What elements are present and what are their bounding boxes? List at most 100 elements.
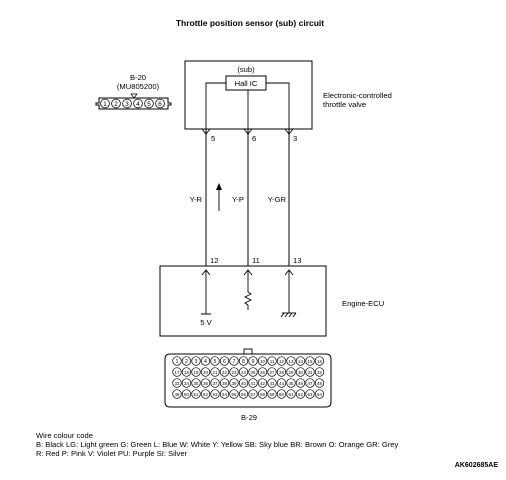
connector-b29-pin-number: 9 xyxy=(252,359,255,365)
connector-b29-pin xyxy=(314,389,325,399)
connector-b29-pin xyxy=(267,367,277,377)
connector-b29-pin-number: 44 xyxy=(279,381,284,386)
connector-b29-latch xyxy=(243,348,253,355)
connector-b29-pin-number: 6 xyxy=(223,359,226,365)
connector-b29-pin xyxy=(191,389,201,399)
connector-b29-pin xyxy=(248,356,258,366)
connector-b20-key-mark xyxy=(130,93,138,99)
connector-b29-pin xyxy=(286,389,296,399)
engine-ecu-label: Engine-ECU xyxy=(342,299,384,308)
wire-color-legend-title: Wire colour code xyxy=(36,431,93,440)
terminal-mark-3 xyxy=(284,128,294,135)
connector-b29-pin-number: 28 xyxy=(279,370,284,375)
connector-b20-part-number: (MU805200) xyxy=(117,82,160,91)
connector-b29-pin-number: 39 xyxy=(232,381,237,386)
connector-b29-pin-number: 61 xyxy=(289,392,294,397)
connector-b29-pin-number: 45 xyxy=(289,381,294,386)
connector-b29-pin-number: 33 xyxy=(175,381,180,386)
connector-b29-pin xyxy=(286,356,296,366)
connector-b29-pin-number: 4 xyxy=(204,359,207,365)
connector-b29-pin xyxy=(229,378,239,388)
connector-b29-pin xyxy=(257,389,268,399)
connector-b29-pin-number: 3 xyxy=(195,359,198,365)
connector-b29-pin xyxy=(238,367,249,377)
pin-number-13: 13 xyxy=(293,256,301,265)
connector-b29-pin-number: 54 xyxy=(222,392,227,397)
connector-b29-pin xyxy=(181,367,192,377)
connector-b29-pin xyxy=(181,378,192,388)
hall-ic-sub-label: (sub) xyxy=(237,65,255,74)
connector-b29-pin-number: 23 xyxy=(232,370,237,375)
connector-b29-pin-number: 62 xyxy=(298,392,303,397)
connector-b20-pin-number: 2 xyxy=(114,101,118,108)
terminal-mark-6 xyxy=(243,128,253,135)
throttle-valve-name-line1: Electronic-controlled xyxy=(323,91,392,100)
connector-b29-pin xyxy=(200,367,211,377)
connector-b29-pin xyxy=(219,367,230,377)
wire-color-label-y-r: Y-R xyxy=(190,195,203,204)
connector-b29-pin-number: 51 xyxy=(194,392,199,397)
hall-ic-lead-3 xyxy=(266,82,290,129)
connector-b29-pin-number: 46 xyxy=(298,381,303,386)
connector-b29-label: B-29 xyxy=(241,413,257,422)
connector-b29-pin xyxy=(295,356,306,366)
connector-b29-pin xyxy=(276,378,287,388)
connector-b29-pin-number: 64 xyxy=(317,392,322,397)
connector-b29-pin-number: 8 xyxy=(242,359,245,365)
connector-b29-pin-number: 10 xyxy=(260,359,265,364)
connector-b29-pin-number: 55 xyxy=(232,392,237,397)
connector-b29-pin xyxy=(200,356,211,366)
connector-b29-pin xyxy=(257,367,268,377)
connector-b29-pin-number: 30 xyxy=(298,370,303,375)
connector-b29-pin-number: 15 xyxy=(308,359,313,364)
connector-b29-pin-number: 36 xyxy=(203,381,208,386)
connector-b29-pin xyxy=(181,389,192,399)
connector-b29-pin xyxy=(295,378,306,388)
connector-b29-pin xyxy=(229,389,239,399)
connector-b29-pin xyxy=(229,356,239,366)
connector-b29-pin xyxy=(191,367,201,377)
connector-b29-pin-number: 17 xyxy=(175,370,180,375)
connector-b29-pin-number: 38 xyxy=(222,381,227,386)
diagram-title: Throttle position sensor (sub) circuit xyxy=(176,18,324,28)
connector-b20-pin xyxy=(155,98,165,109)
engine-ecu-box xyxy=(159,265,327,337)
connector-b29-pin xyxy=(314,378,325,388)
connector-b20-pin-number: 1 xyxy=(103,101,107,108)
connector-b29-pin xyxy=(172,356,182,366)
connector-b20-pin xyxy=(133,98,143,109)
connector-b29-pin xyxy=(229,367,239,377)
pin-number-6: 6 xyxy=(252,134,256,143)
connector-b29-pin-number: 14 xyxy=(298,359,303,364)
pin-number-12: 12 xyxy=(210,256,218,265)
connector-b29-pin xyxy=(248,378,258,388)
connector-b29-pin-number: 41 xyxy=(251,381,256,386)
connector-b29-pin xyxy=(248,367,258,377)
connector-b29-pin xyxy=(191,378,201,388)
connector-b29-pin-number: 5 xyxy=(214,359,217,365)
connector-b29-pin-number: 31 xyxy=(308,370,313,375)
connector-b29-pin xyxy=(210,389,220,399)
connector-b29-pin xyxy=(314,367,325,377)
connector-b29-pin-number: 21 xyxy=(213,370,218,375)
connector-b29-pin xyxy=(238,356,249,366)
connector-b20-pin-number: 3 xyxy=(125,101,129,108)
pin-number-11: 11 xyxy=(252,256,260,265)
connector-b29-pin-number: 42 xyxy=(260,381,265,386)
connector-b29-pin-number: 32 xyxy=(317,370,322,375)
connector-b29-pin xyxy=(257,378,268,388)
connector-b20-pin xyxy=(122,98,132,109)
connector-b29-pin xyxy=(276,367,287,377)
connector-b29-pin-number: 57 xyxy=(251,392,256,397)
connector-b29-pin xyxy=(295,367,306,377)
connector-b29-pin xyxy=(238,389,249,399)
connector-b29-pin xyxy=(172,389,182,399)
connector-b29-pin-number: 20 xyxy=(203,370,208,375)
connector-b29-pin xyxy=(305,367,315,377)
connector-b29-pin xyxy=(305,378,315,388)
connector-b29-pin xyxy=(200,378,211,388)
connector-b29-pin-number: 37 xyxy=(213,381,218,386)
connector-b29-pin-number: 12 xyxy=(279,359,284,364)
connector-b29-pin-number: 35 xyxy=(194,381,199,386)
